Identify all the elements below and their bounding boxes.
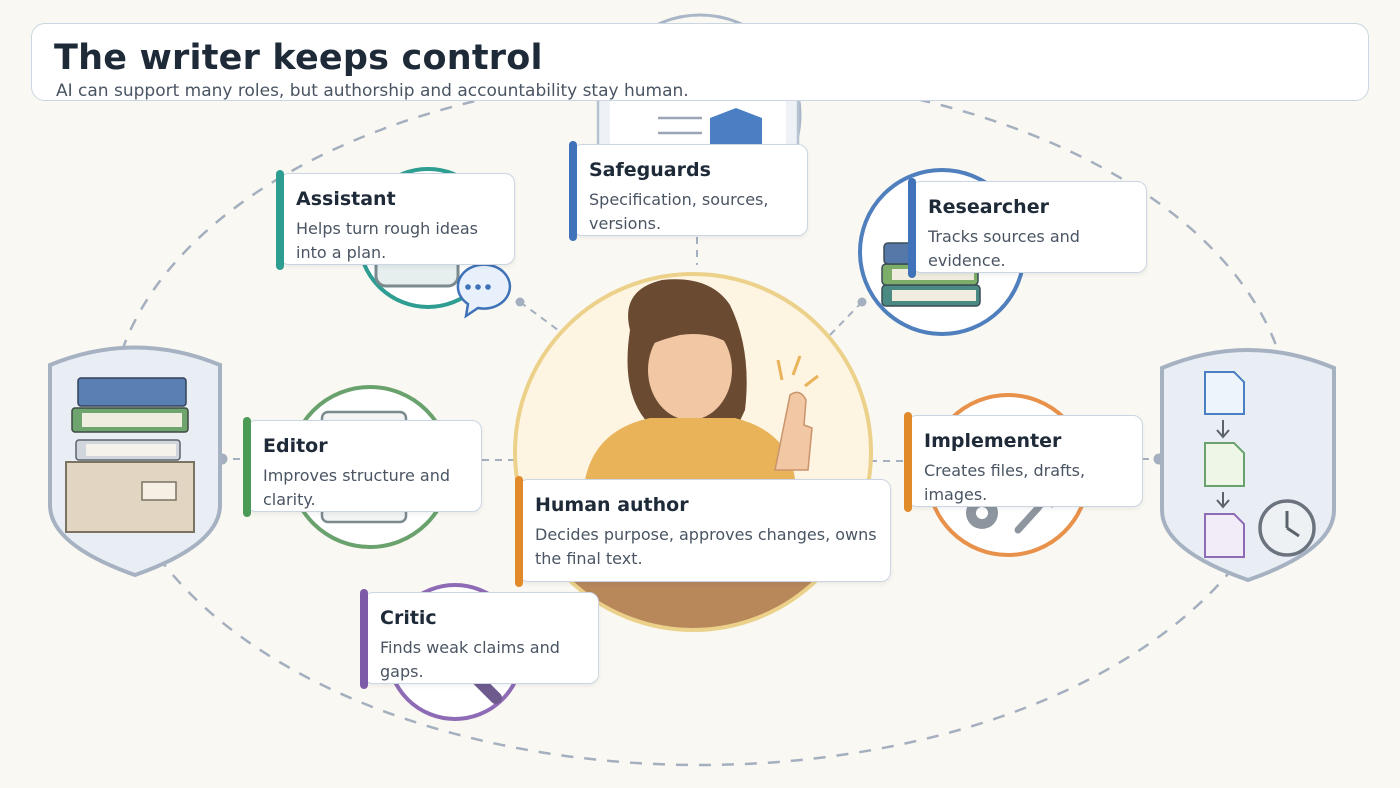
role-card-assistant: Assistant Helps turn rough ideas into a … xyxy=(276,170,515,270)
header-panel: The writer keeps control AI can support … xyxy=(31,23,1369,101)
page-title: The writer keeps control xyxy=(54,38,543,78)
page-subtitle: AI can support many roles, but authorshi… xyxy=(56,81,689,101)
role-accent-bar xyxy=(243,417,251,517)
role-card-safeguards: Safeguards Specification, sources, versi… xyxy=(569,141,808,241)
role-name: Researcher xyxy=(928,196,1049,218)
role-name: Critic xyxy=(380,607,437,629)
role-card-implementer: Implementer Creates files, drafts, image… xyxy=(904,412,1143,512)
role-card-editor: Editor Improves structure and clarity. xyxy=(243,417,482,517)
role-description: Finds weak claims and gaps. xyxy=(380,638,560,681)
role-description: Helps turn rough ideas into a plan. xyxy=(296,219,478,262)
role-accent-bar xyxy=(569,141,577,241)
role-accent-bar xyxy=(904,412,912,512)
role-accent-bar xyxy=(515,476,523,587)
role-accent-bar xyxy=(276,170,284,270)
document-versions-clock-icon xyxy=(1160,348,1336,583)
role-name: Safeguards xyxy=(589,159,711,181)
role-description: Decides purpose, approves changes, owns … xyxy=(535,525,877,568)
role-name: Assistant xyxy=(296,188,396,210)
role-description: Tracks sources and evidence. xyxy=(928,227,1080,270)
role-description: Creates files, drafts, images. xyxy=(924,461,1086,504)
role-name: Human author xyxy=(535,494,689,516)
author-thumbs-up-icon xyxy=(513,272,873,632)
role-description: Improves structure and clarity. xyxy=(263,466,451,509)
role-card-critic: Critic Finds weak claims and gaps. xyxy=(360,589,599,689)
books-archive-shield-icon xyxy=(48,345,222,578)
role-name: Implementer xyxy=(924,430,1062,452)
role-accent-bar xyxy=(908,178,916,278)
role-card-researcher: Researcher Tracks sources and evidence. xyxy=(908,178,1147,278)
role-description: Specification, sources, versions. xyxy=(589,190,769,233)
role-card-human-author: Human author Decides purpose, approves c… xyxy=(515,476,891,587)
role-accent-bar xyxy=(360,589,368,689)
role-name: Editor xyxy=(263,435,328,457)
